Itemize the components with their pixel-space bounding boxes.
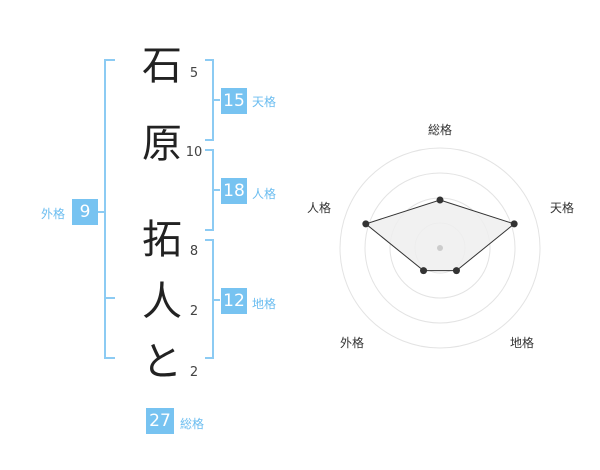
- jinkaku-value-badge: 18: [221, 178, 247, 204]
- radar-ring-4: [339, 147, 541, 349]
- tenkaku-label: 天格: [252, 95, 277, 109]
- radar-area: [364, 199, 516, 272]
- radar-axis-label-jinkaku: 人格: [306, 201, 331, 215]
- radar-point-3: [420, 267, 428, 275]
- radar-polygon: [364, 199, 516, 272]
- gaikaku-label: 外格: [41, 207, 66, 221]
- chikaku-label: 地格: [252, 297, 277, 311]
- radar-center-dot: [437, 245, 443, 251]
- stroke-count-3: 8: [189, 244, 199, 259]
- radar-axis-label-chikaku: 地格: [509, 336, 534, 350]
- radar-point-1: [510, 220, 518, 228]
- name-char-4: 人: [142, 279, 182, 325]
- radar-point-0: [436, 196, 444, 204]
- tenkaku-value-badge: 15: [221, 88, 247, 114]
- name-char-1: 石: [142, 43, 182, 89]
- soukaku-label: 総格: [180, 417, 205, 431]
- stroke-count-1: 5: [189, 66, 199, 81]
- stroke-count-2: 10: [185, 145, 203, 160]
- radar-ring-3: [364, 172, 516, 324]
- radar-axis-label-soukaku: 総格: [427, 123, 452, 137]
- radar-point-4: [362, 220, 370, 228]
- radar-point-2: [452, 267, 460, 275]
- stroke-count-4: 2: [189, 304, 199, 319]
- stroke-count-5: 2: [189, 365, 199, 380]
- gaikaku-value-badge: 9: [72, 199, 98, 225]
- name-char-2: 原: [142, 121, 182, 167]
- name-char-5: と: [142, 339, 182, 385]
- jinkaku-label: 人格: [252, 187, 277, 201]
- chikaku-value-badge: 12: [221, 288, 247, 314]
- name-char-3: 拓: [142, 217, 182, 263]
- soukaku-value-badge: 27: [146, 408, 174, 434]
- radar-points: [362, 196, 518, 275]
- radar-axis-label-tenkaku: 天格: [549, 201, 574, 215]
- radar-axis-label-gaikaku: 外格: [339, 336, 364, 350]
